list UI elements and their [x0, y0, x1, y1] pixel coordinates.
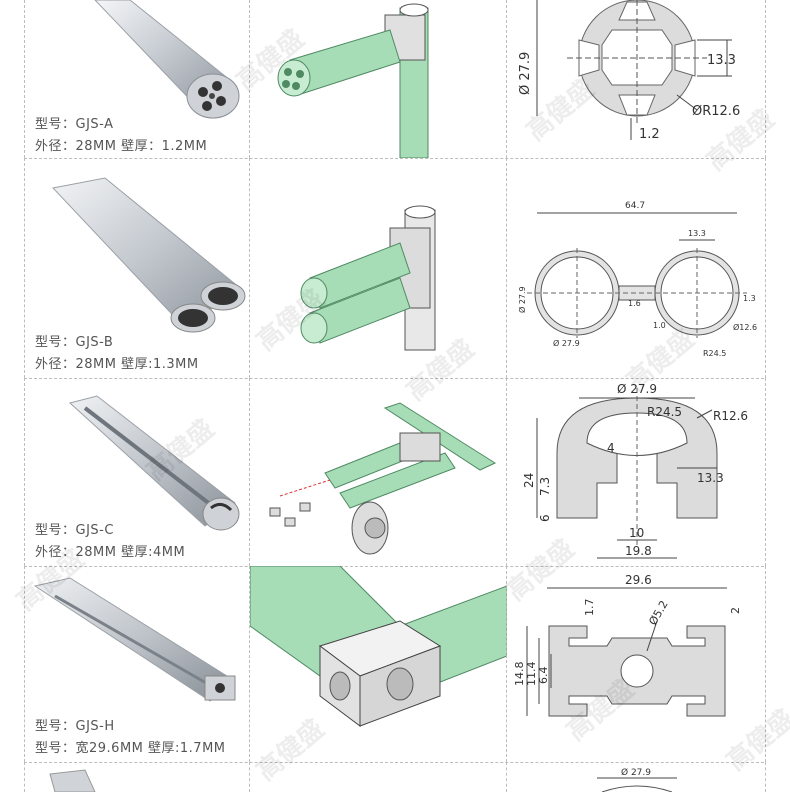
dim-opening: 10: [629, 526, 644, 540]
tube-photo-partial: [49, 769, 96, 792]
dim-height-total: 14.8: [513, 662, 526, 687]
dim-offset: 4: [607, 441, 615, 455]
product-photo-cell: 型号：GJS-A 外径：28MM 壁厚：1.2MM: [24, 0, 250, 158]
dim-radius-small: R12.6: [713, 409, 748, 423]
spec-label: 外径：28MM 壁厚：1.2MM: [35, 139, 208, 154]
dim-lip: 2: [729, 607, 742, 614]
dim-thickness: 1.2: [639, 127, 660, 142]
tube-photo-gjs-a: [94, 0, 240, 119]
product-photo-cell: 型号：GJS-C 外径：28MM 壁厚:4MM: [24, 378, 250, 566]
assembly-cell: [249, 378, 507, 566]
dim-diameter: Ø 27.9: [617, 382, 657, 396]
dim-thickness: 1.3: [743, 294, 756, 303]
dim-radius-outer: R24.5: [703, 349, 726, 358]
dim-base-width: 19.8: [625, 544, 652, 558]
model-label: 型号：GJS-H: [35, 719, 115, 734]
dim-base-height: 6: [538, 514, 552, 522]
drawing-cell: Ø 27.9 13.3 ØR12.6 1.2: [506, 0, 766, 158]
product-row-gjs-a: 型号：GJS-A 外径：28MM 壁厚：1.2MM: [24, 0, 766, 159]
section-drawing-gjs-h: 29.6 14.8 11.4 6.4 1.7 Ø5.2 2: [513, 573, 742, 717]
model-label: 型号：GJS-A: [35, 117, 114, 132]
dim-diameter-bottom: Ø 27.9: [553, 338, 580, 348]
drawing-cell: 29.6 14.8 11.4 6.4 1.7 Ø5.2 2: [506, 566, 766, 762]
assembly-cell: [249, 566, 507, 762]
joint-assembly-gjs-h: [250, 566, 507, 727]
product-row-partial: Ø 27.9: [24, 762, 766, 792]
drawing-cell: 64.7 13.3 Ø 27.9 Ø 27.9 1.6 1.3 1.0 Ø12.…: [506, 158, 766, 378]
dim-width: 13.3: [697, 471, 724, 485]
dim-radius: ØR12.6: [692, 104, 740, 119]
spec-label: 外径：28MM 壁厚:4MM: [35, 545, 186, 560]
assembly-cell: [249, 762, 507, 792]
spec-label: 型号：宽29.6MM 壁厚:1.7MM: [35, 741, 226, 756]
model-label: 型号：GJS-C: [35, 523, 114, 538]
product-photo-cell: [24, 762, 250, 792]
spec-label: 外径：28MM 壁厚:1.3MM: [35, 357, 199, 372]
drawing-cell: Ø 27.9 R24.5 R12.6 24 7.3 6 4 13.3 10 19…: [506, 378, 766, 566]
dim-width: 29.6: [625, 573, 652, 587]
dim-slot-height: 7.3: [538, 477, 552, 496]
joint-assembly-gjs-c: [269, 402, 497, 555]
product-photo-cell: 型号：GJS-H 型号：宽29.6MM 壁厚:1.7MM: [24, 566, 250, 762]
dim-height: 24: [522, 473, 536, 488]
dim-radius-inner: Ø12.6: [733, 322, 757, 332]
dim-radius-small: 1.0: [653, 321, 666, 330]
joint-assembly-gjs-a: [277, 3, 429, 158]
tube-photo-gjs-b: [52, 177, 246, 333]
dim-radius-large: R24.5: [647, 405, 682, 419]
product-row-gjs-b: 型号：GJS-B 外径：28MM 壁厚:1.3MM 64.7: [24, 158, 766, 379]
dim-hole-diameter: Ø5.2: [646, 598, 670, 627]
assembly-cell: [249, 158, 507, 378]
dim-total-width: 64.7: [625, 201, 645, 211]
joint-assembly-gjs-b: [300, 205, 436, 351]
dim-slot-width: 13.3: [688, 229, 706, 238]
dim-diameter: Ø 27.9: [518, 52, 533, 95]
section-drawing-gjs-a: Ø 27.9 13.3 ØR12.6 1.2: [518, 0, 740, 142]
product-photo-cell: 型号：GJS-B 外径：28MM 壁厚:1.3MM: [24, 158, 250, 378]
assembly-cell: [249, 0, 507, 158]
dim-height-inner: 11.4: [525, 662, 538, 687]
section-drawing-partial: Ø 27.9: [597, 767, 677, 792]
dim-width: 13.3: [707, 53, 736, 68]
drawing-cell: Ø 27.9: [506, 762, 766, 792]
product-row-gjs-c: 型号：GJS-C 外径：28MM 壁厚:4MM: [24, 378, 766, 567]
dim-height-slot: 6.4: [537, 667, 550, 685]
tube-photo-gjs-c: [68, 395, 240, 531]
product-row-gjs-h: 型号：GJS-H 型号：宽29.6MM 壁厚:1.7MM 29.6: [24, 566, 766, 763]
tube-photo-gjs-h: [33, 577, 236, 702]
dim-diameter-left: Ø 27.9: [517, 286, 527, 313]
dim-diameter: Ø 27.9: [621, 767, 651, 778]
dim-gap: 1.6: [628, 299, 641, 308]
section-drawing-gjs-c: Ø 27.9 R24.5 R12.6 24 7.3 6 4 13.3 10 19…: [522, 382, 748, 559]
model-label: 型号：GJS-B: [35, 335, 114, 350]
dim-thickness: 1.7: [583, 599, 596, 617]
section-drawing-gjs-b: 64.7 13.3 Ø 27.9 Ø 27.9 1.6 1.3 1.0 Ø12.…: [517, 201, 757, 358]
